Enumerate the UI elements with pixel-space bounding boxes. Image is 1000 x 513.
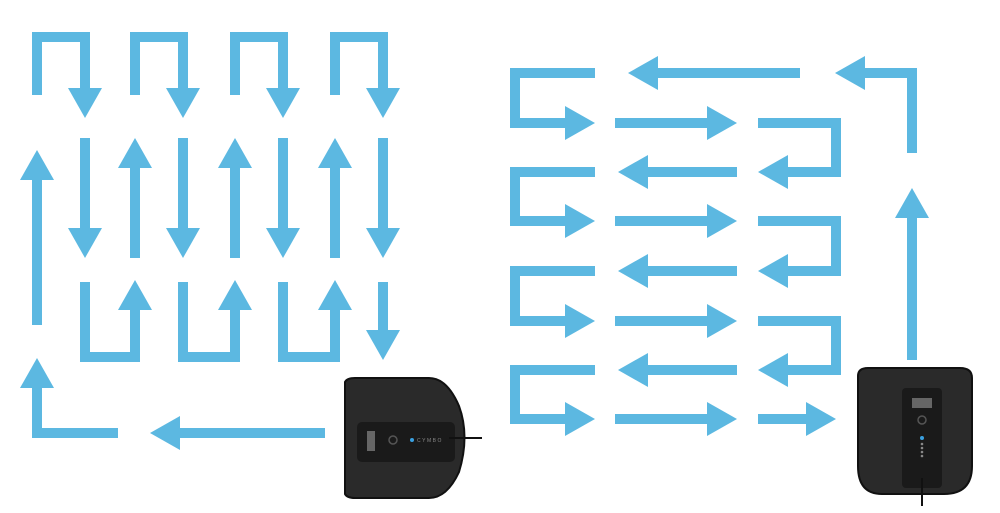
arrow-head-icon [118,280,152,310]
arrow-head-icon [835,56,865,90]
arrow-head-icon [366,330,400,360]
arrow-head-icon [366,88,400,118]
horizontal-left-arrow [618,353,737,387]
left-u-arrow [510,167,595,238]
arrow-shaft [865,68,917,153]
bottom-u-arrow [178,280,252,362]
horizontal-right-arrow [615,204,737,238]
vertical-down-arrow [366,282,400,360]
arrow-shaft [278,282,340,362]
arrow-head-icon [806,402,836,436]
left-u-arrow [510,266,595,338]
vertical-up-arrow [118,138,152,258]
arrow-head-icon [565,402,595,436]
bottom-u-arrow [80,280,152,362]
left-u-arrow [510,68,595,140]
arrow-head-icon [618,155,648,189]
horizontal-left-arrow [618,254,737,288]
arrow-head-icon [68,228,102,258]
arrow-shaft [758,118,841,177]
arrow-head-icon [318,138,352,168]
arrow-head-icon [266,228,300,258]
right-path-group [510,56,929,436]
corner-up-arrow [20,358,118,438]
arrow-shaft [758,316,841,375]
arrow-head-icon [758,353,788,387]
horizontal-left-arrow [618,155,737,189]
right-u-arrow [758,316,841,387]
bottom-u-arrow [278,280,352,362]
arrow-head-icon [618,254,648,288]
arrow-head-icon [565,204,595,238]
arrow-head-icon [118,138,152,168]
vertical-up-arrow [318,138,352,258]
robot-left: CYMBO [344,377,482,499]
arrow-shaft [230,32,288,95]
arrow-head-icon [707,106,737,140]
horizontal-left-arrow [628,56,800,90]
arrow-head-icon [758,254,788,288]
arrow-head-icon [218,280,252,310]
vertical-down-arrow [166,138,200,258]
arrow-shaft [80,282,140,362]
arrow-head-icon [618,353,648,387]
arrow-head-icon [20,150,54,180]
top-u-arrow [230,32,300,118]
horizontal-right-arrow [615,402,737,436]
arrow-shaft [510,68,595,128]
arrow-head-icon [318,280,352,310]
horizontal-left-arrow [150,416,325,450]
top-u-arrow [32,32,102,118]
vertical-down-arrow [266,138,300,258]
arrow-head-icon [150,416,180,450]
arrow-head-icon [707,304,737,338]
arrow-shaft [32,388,118,438]
arrow-head-icon [20,358,54,388]
arrow-head-icon [758,155,788,189]
horizontal-right-arrow [615,304,737,338]
vertical-down-arrow [68,138,102,258]
vertical-down-arrow [366,138,400,258]
vertical-up-arrow [20,150,54,325]
arrow-shaft [130,32,188,95]
robot-logo: CYMBO [417,438,443,444]
arrow-shaft [510,365,595,424]
top-u-arrow [330,32,400,118]
arrow-head-icon [707,204,737,238]
right-u-arrow [758,118,841,189]
horizontal-right-arrow [615,106,737,140]
arrow-head-icon [628,56,658,90]
arrow-shaft [510,266,595,326]
left-u-arrow [510,365,595,436]
vertical-up-arrow [895,188,929,360]
vertical-up-arrow [218,138,252,258]
arrow-shaft [330,32,388,95]
right-u-arrow [758,216,841,288]
arrow-shaft [758,216,841,276]
arrow-head-icon [166,88,200,118]
arrow-head-icon [565,304,595,338]
arrow-head-icon [218,138,252,168]
arrow-head-icon [266,88,300,118]
corner-left-arrow [835,56,917,153]
arrow-head-icon [68,88,102,118]
arrow-shaft [510,167,595,226]
arrow-shaft [178,282,240,362]
top-u-arrow [130,32,200,118]
arrow-head-icon [166,228,200,258]
arrow-head-icon [895,188,929,218]
horizontal-right-arrow [758,402,836,436]
arrow-head-icon [707,402,737,436]
robot-right [857,367,973,506]
arrow-head-icon [565,106,595,140]
arrow-head-icon [366,228,400,258]
arrow-shaft [32,32,90,95]
left-path-group [20,32,400,450]
